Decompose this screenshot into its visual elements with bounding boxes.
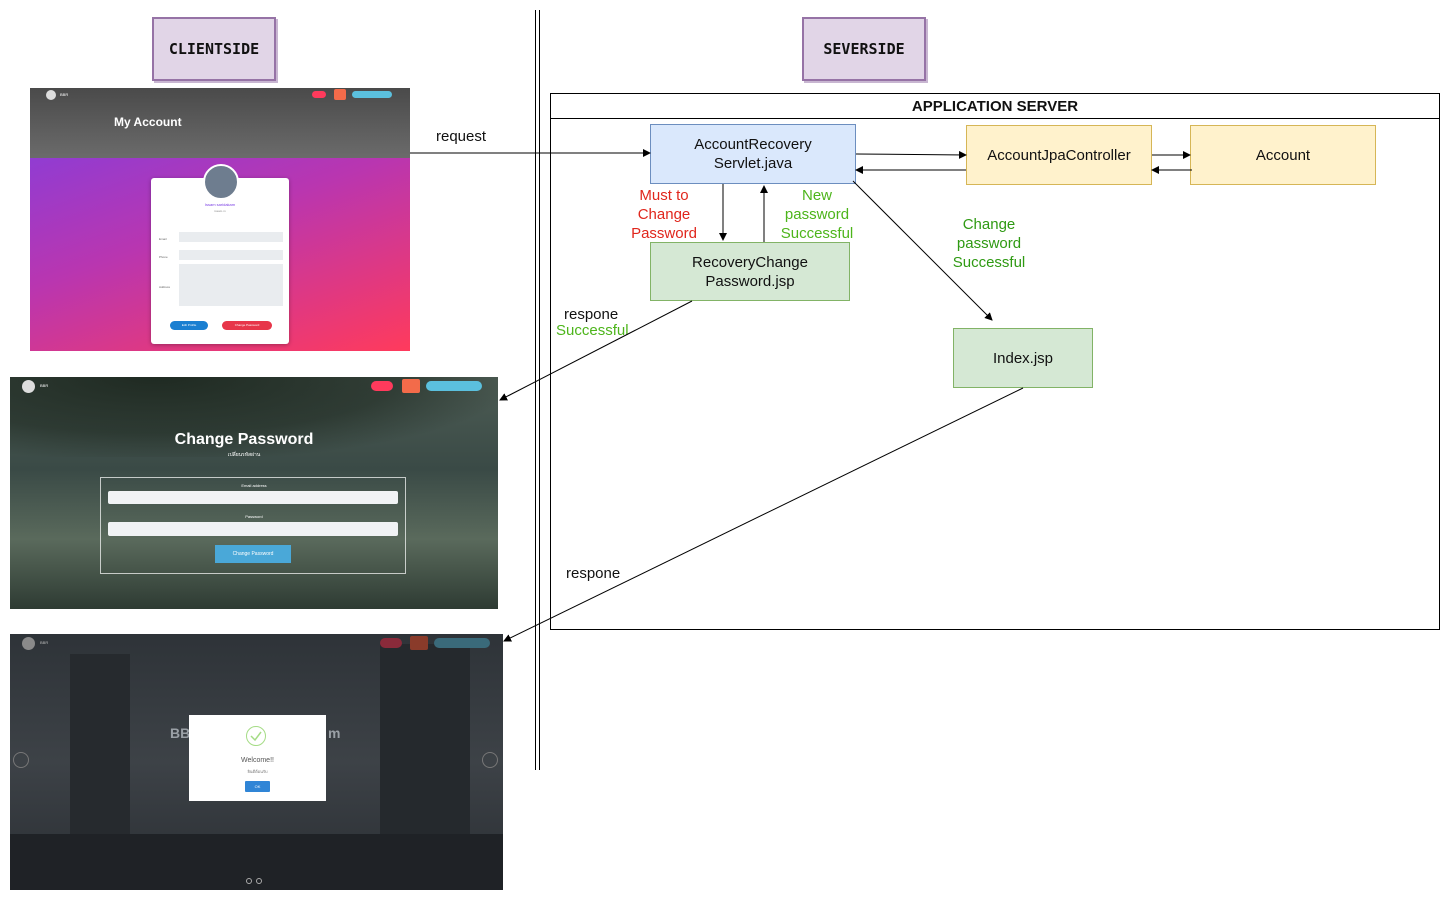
newpw-line3: Successful bbox=[780, 225, 854, 242]
welcome-message: ยินดีต้อนรับ bbox=[247, 769, 268, 774]
wl-nav-brand: BBR bbox=[40, 640, 49, 645]
avatar-small bbox=[46, 90, 56, 100]
cp-form-frame bbox=[100, 477, 406, 574]
wl-avatar bbox=[22, 637, 35, 650]
my-account-screenshot: BBR My Account Issam saridakam issam.m E… bbox=[30, 88, 410, 351]
recovery-line2: Password.jsp bbox=[705, 272, 795, 290]
account-jpa-controller-node: AccountJpaController bbox=[966, 125, 1152, 185]
cp-avatar bbox=[22, 380, 35, 393]
welcome-modal: Welcome!! ยินดีต้อนรับ OK bbox=[189, 715, 326, 801]
change-password-screenshot: BBR Change Password เปลี่ยนรหัสผ่าน Emai… bbox=[10, 377, 498, 609]
request-label: request bbox=[436, 128, 487, 145]
wl-prev-arrow[interactable] bbox=[13, 752, 29, 768]
wl-bg-title-left: BB bbox=[170, 725, 191, 741]
cp-password-label: Password bbox=[245, 514, 263, 519]
address-field[interactable] bbox=[179, 264, 283, 306]
email-row-label: Email bbox=[159, 237, 167, 241]
wl-bg-title-right: m bbox=[328, 725, 341, 741]
divider-line-1 bbox=[535, 10, 536, 770]
account-label: Account bbox=[1255, 146, 1311, 164]
wl-next-arrow[interactable] bbox=[482, 752, 498, 768]
success-check-icon bbox=[246, 726, 266, 746]
recovery-line1: RecoveryChange bbox=[692, 253, 808, 271]
nav-search-pill bbox=[312, 91, 326, 98]
wl-search-pill bbox=[380, 638, 402, 648]
divider-line-2 bbox=[539, 10, 540, 770]
newpw-line1: New bbox=[801, 187, 832, 204]
wl-cart-pill bbox=[410, 636, 428, 650]
clientside-tag: CLIENTSIDE bbox=[152, 17, 276, 81]
welcome-screenshot: BBR BB m Welcome!! ยินดีต้อนรับ OK bbox=[10, 634, 503, 890]
cp-change-button[interactable]: Change Password bbox=[215, 545, 291, 563]
nav-brand: BBR bbox=[60, 92, 69, 97]
respone1-success-label: Successful bbox=[556, 322, 629, 339]
cp-title: Change Password bbox=[174, 431, 314, 448]
application-server-header: APPLICATION SERVER bbox=[551, 94, 1439, 119]
chg-line2: password bbox=[956, 235, 1022, 252]
profile-sub: issam.m bbox=[214, 209, 226, 213]
serverside-tag: SEVERSIDE bbox=[802, 17, 926, 81]
chg-line1: Change bbox=[962, 216, 1016, 233]
welcome-title: Welcome!! bbox=[241, 757, 274, 764]
profile-name: Issam saridakam bbox=[204, 202, 236, 207]
carousel-dots bbox=[246, 871, 266, 884]
profile-avatar bbox=[203, 164, 239, 200]
cp-nav-brand: BBR bbox=[40, 383, 49, 388]
controller-label: AccountJpaController bbox=[987, 146, 1131, 164]
servlet-line2: Servlet.java bbox=[713, 155, 793, 172]
my-account-title: My Account bbox=[114, 115, 182, 129]
index-jsp-node: Index.jsp bbox=[953, 328, 1093, 388]
cp-password-input[interactable] bbox=[108, 522, 398, 536]
index-label: Index.jsp bbox=[992, 349, 1054, 367]
nav-cart-pill bbox=[334, 89, 346, 100]
cp-cart-pill bbox=[402, 379, 420, 393]
change-password-button[interactable]: Change Password bbox=[222, 321, 272, 330]
nav-user-pill bbox=[352, 91, 392, 98]
cp-email-input[interactable] bbox=[108, 491, 398, 504]
respone2-label: respone bbox=[566, 565, 621, 582]
servlet-line1: AccountRecovery bbox=[694, 136, 812, 153]
profile-card: Issam saridakam issam.m Email Phone Addr… bbox=[151, 164, 289, 344]
cp-subtitle: เปลี่ยนรหัสผ่าน bbox=[227, 452, 261, 458]
welcome-ok-button[interactable]: OK bbox=[245, 781, 270, 792]
cp-email-label: Email address bbox=[241, 483, 267, 488]
must-line2: Change bbox=[637, 206, 691, 223]
edit-profile-button[interactable]: Edit Profile bbox=[170, 321, 208, 330]
account-node: Account bbox=[1190, 125, 1376, 185]
wl-user-pill bbox=[434, 638, 490, 648]
newpw-line2: password bbox=[784, 206, 850, 223]
email-field[interactable] bbox=[179, 232, 283, 242]
my-account-header bbox=[30, 88, 410, 158]
must-change-label: Must to Change Password bbox=[624, 186, 704, 243]
phone-row-label: Phone bbox=[159, 255, 168, 259]
phone-field[interactable] bbox=[179, 250, 283, 260]
cp-user-pill bbox=[426, 381, 482, 391]
building-right bbox=[380, 644, 470, 844]
change-success-label: Change password Successful bbox=[944, 215, 1034, 272]
must-line3: Password bbox=[631, 225, 697, 242]
address-row-label: Address bbox=[159, 285, 171, 289]
chg-line3: Successful bbox=[952, 254, 1026, 271]
must-line1: Must to bbox=[639, 187, 689, 204]
cp-search-pill bbox=[371, 381, 393, 391]
new-password-label: New password Successful bbox=[772, 186, 862, 243]
building-left bbox=[70, 654, 130, 834]
